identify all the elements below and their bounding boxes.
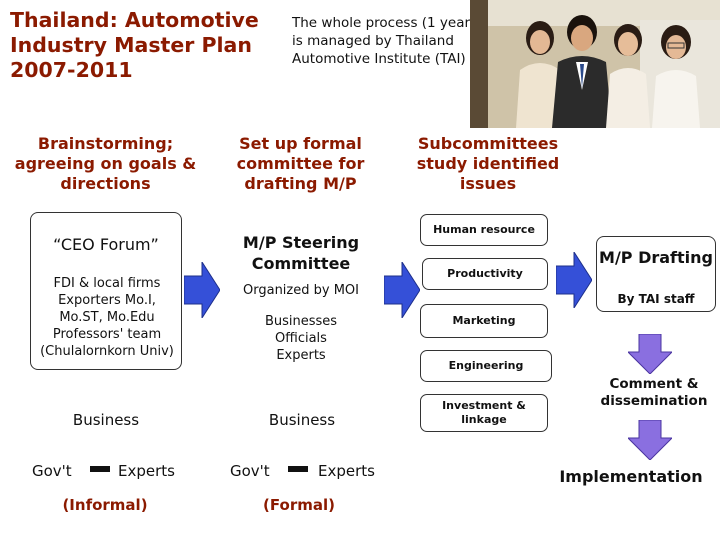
- formal-business-label: Business: [268, 411, 336, 429]
- informal-link-bar: [90, 466, 110, 472]
- intro-sentence: The whole process (1 year) is managed by…: [292, 15, 476, 67]
- arrow-right-icon: [384, 262, 420, 318]
- group-photo: [470, 0, 720, 128]
- col2-heading: Set up formal committee for drafting M/P: [236, 134, 365, 193]
- subcommittee-human-resource: Human resource: [420, 214, 548, 246]
- col3-heading: Subcommittees study identified issues: [416, 134, 560, 193]
- steering-committee: M/P Steering Committee Organized by MOI …: [222, 232, 380, 364]
- mp-drafting-title: M/P Drafting: [599, 248, 713, 267]
- informal-caption: (Informal): [62, 496, 148, 514]
- mp-drafting-subtitle: By TAI staff: [617, 292, 695, 306]
- intro-text: The whole process (1 year) is managed by…: [292, 14, 482, 68]
- steering-title: M/P Steering Committee: [242, 233, 360, 273]
- steering-organizer: Organized by MOI: [243, 283, 359, 298]
- comment-dissemination: Comment & dissemination: [600, 376, 708, 409]
- formal-link-bar: [288, 466, 308, 472]
- subcommittee-investment: Investment & linkage: [420, 394, 548, 432]
- ceo-forum-title: “CEO Forum”: [53, 235, 159, 254]
- ceo-forum-box: “CEO Forum” FDI & local firms Exporters …: [30, 212, 182, 370]
- formal-govt-label: Gov't: [230, 462, 270, 480]
- col1-heading: Brainstorming; agreeing on goals & direc…: [14, 134, 197, 193]
- informal-experts-label: Experts: [118, 462, 175, 480]
- subcommittee-engineering: Engineering: [420, 350, 552, 382]
- subcommittee-productivity: Productivity: [422, 258, 548, 290]
- informal-govt-label: Gov't: [32, 462, 72, 480]
- implementation-label: Implementation: [559, 467, 703, 486]
- arrow-down-icon: [628, 334, 672, 374]
- group-photo-illustration: [470, 0, 720, 128]
- arrow-right-icon: [556, 252, 592, 308]
- formal-caption: (Formal): [263, 496, 335, 514]
- steering-members: Businesses Officials Experts: [264, 314, 338, 363]
- slide-title: Thailand: Automotive Industry Master Pla…: [10, 8, 259, 82]
- mp-drafting-box: M/P Drafting By TAI staff: [596, 236, 716, 312]
- arrow-down-icon: [628, 420, 672, 460]
- formal-experts-label: Experts: [318, 462, 375, 480]
- ceo-forum-members: FDI & local firms Exporters Mo.I, Mo.ST,…: [40, 276, 174, 359]
- informal-business-label: Business: [72, 411, 140, 429]
- subcommittee-marketing: Marketing: [420, 304, 548, 338]
- arrow-right-icon: [184, 262, 220, 318]
